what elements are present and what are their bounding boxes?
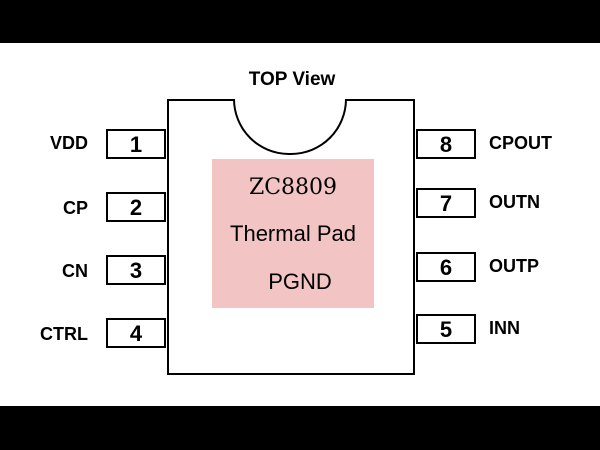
- part-number: ZC8809: [248, 175, 338, 200]
- pad-name: Thermal Pad: [230, 221, 356, 246]
- pin-label-cp: CP: [62, 198, 88, 218]
- pin-2: 2: [106, 192, 166, 222]
- diagram-title: TOP View: [248, 69, 336, 90]
- pin-3: 3: [106, 255, 166, 285]
- thermal-pad: ZC8809 Thermal Pad PGND: [212, 159, 374, 308]
- pin-5: 5: [416, 314, 476, 344]
- pin-8: 8: [416, 129, 476, 159]
- bottom-black-band: [0, 406, 600, 450]
- pin-6: 6: [416, 252, 476, 282]
- pin-1: 1: [106, 129, 166, 159]
- pin-7: 7: [416, 188, 476, 218]
- pin-label-cn: CN: [62, 261, 88, 281]
- pin-4: 4: [106, 318, 166, 348]
- pin-label-outn: OUTN: [489, 192, 540, 212]
- pin-label-cpout: CPOUT: [489, 133, 552, 153]
- top-black-band: [0, 0, 600, 43]
- pin-label-vdd: VDD: [49, 133, 88, 153]
- pin-label-outp: OUTP: [489, 256, 540, 276]
- pin-label-ctrl: CTRL: [40, 324, 88, 344]
- pad-net: PGND: [268, 269, 332, 294]
- pin-label-inn: INN: [489, 318, 520, 338]
